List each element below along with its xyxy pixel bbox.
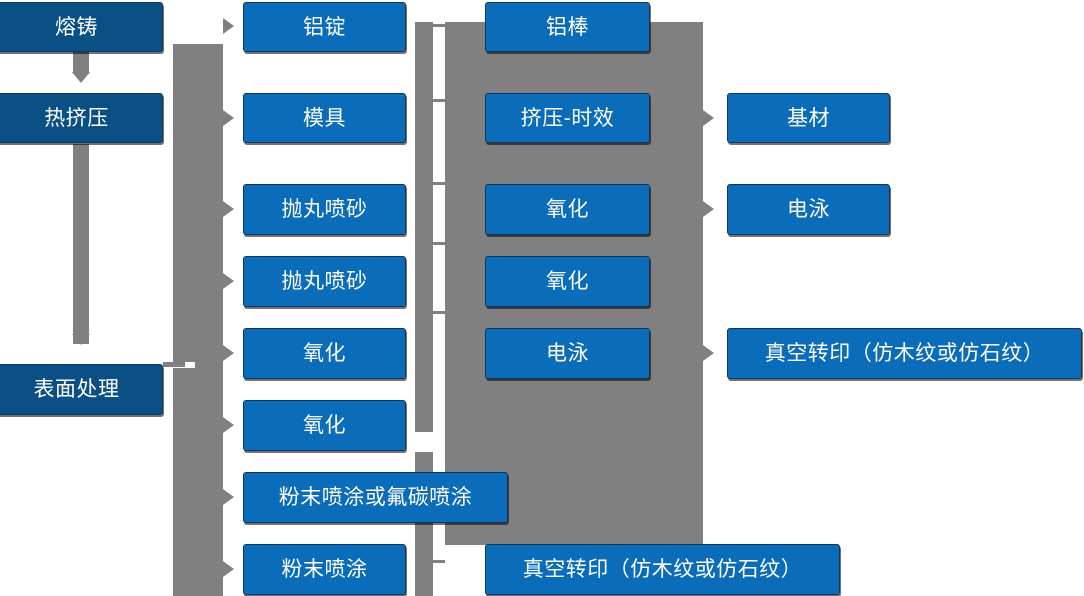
arrow-to-proc-8	[223, 561, 234, 577]
arrow-to-output-1	[703, 110, 714, 126]
treatment-box-extrusion-aging[interactable]: 挤压-时效	[485, 93, 650, 143]
process-label-powder-coating: 粉末喷涂	[281, 558, 368, 581]
arrow-to-proc-3	[223, 201, 234, 217]
process-label-oxidation-1: 氧化	[303, 342, 346, 365]
connector-trunk-left	[173, 44, 223, 596]
treatment-label-vacuum-transfer: 真空转印（仿木纹或仿石纹）	[522, 558, 803, 581]
tie-gapE	[433, 314, 445, 432]
process-label-shot-blasting-1: 抛丸喷砂	[281, 198, 368, 221]
treatment-box-aluminum-bar[interactable]: 铝棒	[485, 2, 650, 52]
process-box-mold[interactable]: 模具	[243, 93, 406, 143]
output-label-electrophoresis: 电泳	[787, 198, 830, 221]
connector-trunk-mid-thin	[415, 22, 433, 596]
connector-stub-surface	[163, 362, 185, 367]
process-box-oxidation-2[interactable]: 氧化	[243, 400, 406, 451]
output-box-base-material[interactable]: 基材	[727, 93, 890, 143]
tie-1	[433, 24, 445, 27]
arrow-down-extrude-to-surface	[72, 334, 90, 345]
tie-gapD	[433, 245, 445, 311]
process-label-powder-or-pvdf: 粉末喷涂或氟碳喷涂	[278, 486, 473, 509]
output-box-electrophoresis[interactable]: 电泳	[727, 184, 890, 235]
stage-box-melt-cast[interactable]: 熔铸	[0, 2, 163, 52]
process-box-aluminum-ingot[interactable]: 铝锭	[243, 2, 406, 52]
tie-gapB	[433, 102, 445, 182]
connector-gap-mid-thin	[415, 432, 433, 452]
tie-3	[433, 182, 445, 185]
process-label-oxidation-2: 氧化	[303, 414, 346, 437]
treatment-box-electrophoresis[interactable]: 电泳	[485, 328, 650, 379]
connector-melt-to-extrude	[73, 52, 89, 74]
stage-label-surface-treatment: 表面处理	[33, 378, 120, 401]
arrow-to-proc-7	[223, 489, 234, 505]
treatment-box-oxidation-1[interactable]: 氧化	[485, 184, 650, 235]
treatment-box-vacuum-transfer[interactable]: 真空转印（仿木纹或仿石纹）	[485, 544, 840, 595]
process-box-powder-coating[interactable]: 粉末喷涂	[243, 544, 406, 595]
treatment-label-oxidation-1: 氧化	[546, 198, 589, 221]
arrow-down-melt-to-extrude	[72, 72, 90, 83]
tie-gapG	[433, 563, 445, 596]
process-box-shot-blasting-2[interactable]: 抛丸喷砂	[243, 256, 406, 307]
arrow-to-proc-4	[223, 273, 234, 289]
arrow-to-output-3	[703, 345, 714, 361]
connector-extrude-to-surface	[73, 144, 89, 344]
tie-6	[433, 560, 445, 563]
tie-2	[433, 99, 445, 102]
output-label-vacuum-transfer: 真空转印（仿木纹或仿石纹）	[764, 342, 1045, 365]
tie-4	[433, 242, 445, 245]
process-box-shot-blasting-1[interactable]: 抛丸喷砂	[243, 184, 406, 235]
treatment-label-extrusion-aging: 挤压-时效	[520, 106, 615, 130]
tie-5	[433, 311, 445, 314]
tie-gapC	[433, 185, 445, 242]
treatment-box-oxidation-2[interactable]: 氧化	[485, 256, 650, 307]
process-label-mold: 模具	[303, 106, 346, 130]
output-label-base-material: 基材	[787, 106, 830, 130]
treatment-label-oxidation-2: 氧化	[546, 270, 589, 293]
stage-label-melt-cast: 熔铸	[55, 15, 98, 39]
arrow-to-proc-2	[223, 110, 234, 126]
process-box-powder-or-pvdf[interactable]: 粉末喷涂或氟碳喷涂	[243, 472, 508, 523]
arrow-to-proc-1	[223, 18, 234, 34]
treatment-label-electrophoresis: 电泳	[546, 342, 589, 365]
output-box-vacuum-transfer[interactable]: 真空转印（仿木纹或仿石纹）	[727, 328, 1082, 379]
arrow-to-proc-6	[223, 417, 234, 433]
process-box-oxidation-1[interactable]: 氧化	[243, 328, 406, 379]
stage-label-hot-extrusion: 热挤压	[44, 106, 109, 130]
treatment-label-aluminum-bar: 铝棒	[546, 15, 589, 39]
tie-gapA	[433, 27, 445, 99]
process-label-aluminum-ingot: 铝锭	[303, 15, 346, 39]
arrow-to-output-2	[703, 201, 714, 217]
process-label-shot-blasting-2: 抛丸喷砂	[281, 270, 368, 293]
stage-box-surface-treatment[interactable]: 表面处理	[0, 364, 163, 415]
arrow-to-proc-5	[223, 345, 234, 361]
stage-box-hot-extrusion[interactable]: 热挤压	[0, 93, 163, 143]
